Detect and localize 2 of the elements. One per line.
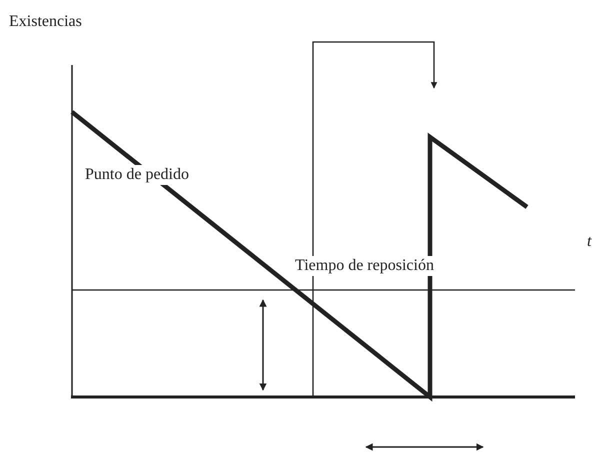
annotation-text: Punto de pedido [84,165,190,185]
annotation-text: Tiempo de reposición [294,256,435,276]
